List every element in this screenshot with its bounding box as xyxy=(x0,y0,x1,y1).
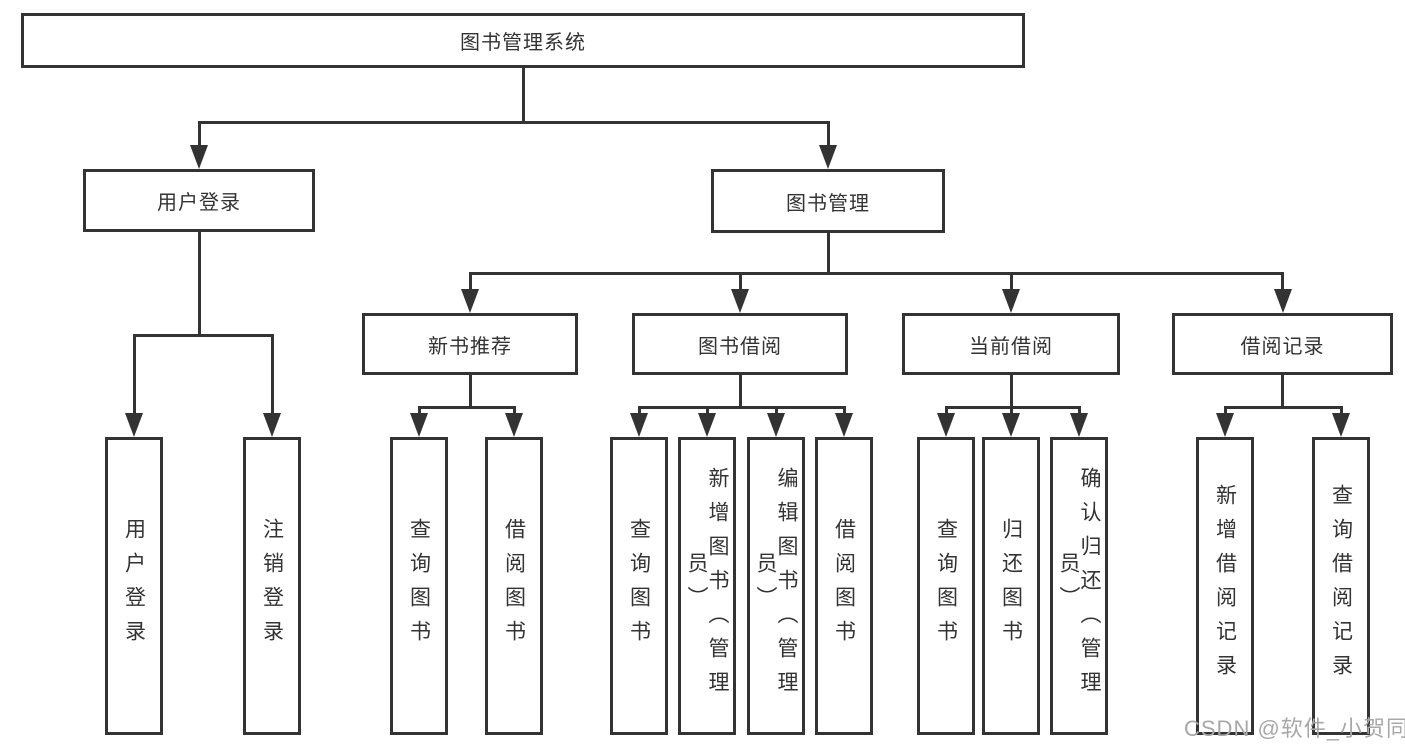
node-book-mgmt: 图书管理 xyxy=(711,169,945,233)
arrow-down-icon xyxy=(410,413,428,437)
connector-line xyxy=(774,407,778,417)
node-leaf-nb-borrow: 借阅图书 xyxy=(485,437,543,735)
connector-line xyxy=(1009,375,1013,409)
arrow-down-icon xyxy=(630,413,648,437)
arrow-down-icon xyxy=(835,413,853,437)
connector-line xyxy=(512,407,516,417)
connector-line xyxy=(1009,407,1013,417)
connector-line xyxy=(1077,407,1081,417)
connector-line xyxy=(705,407,709,417)
node-leaf-logout: 注销登录 xyxy=(243,437,301,735)
arrow-down-icon xyxy=(1002,413,1020,437)
node-leaf-bb-add: 新增图书（管理员） xyxy=(678,437,736,735)
connector-line xyxy=(468,271,1284,275)
arrow-down-icon xyxy=(125,413,143,437)
arrow-down-icon xyxy=(190,145,208,169)
node-current-borrow: 当前借阅 xyxy=(902,313,1120,375)
node-new-books: 新书推荐 xyxy=(362,313,578,375)
node-leaf-user-login: 用户登录 xyxy=(105,437,163,735)
connector-line xyxy=(197,120,830,124)
connector-line xyxy=(1281,375,1284,409)
arrow-down-icon xyxy=(1002,289,1020,313)
node-leaf-cb-confirm: 确认归还（管理员） xyxy=(1050,437,1108,735)
node-leaf-bb-borrow: 借阅图书 xyxy=(815,437,873,735)
arrow-down-icon xyxy=(263,413,281,437)
connector-line xyxy=(197,232,201,337)
arrow-down-icon xyxy=(819,145,837,169)
connector-line xyxy=(944,405,1081,409)
node-book-borrow: 图书借阅 xyxy=(632,313,848,375)
arrow-down-icon xyxy=(937,413,955,437)
node-leaf-br-add: 新增借阅记录 xyxy=(1196,437,1254,735)
watermark: CSDN @软件_小贺同学 xyxy=(1184,716,1405,741)
connector-line xyxy=(637,405,846,409)
node-leaf-cb-query: 查询图书 xyxy=(917,437,975,735)
connector-line xyxy=(197,122,201,149)
connector-line xyxy=(738,375,742,409)
connector-line xyxy=(738,273,742,293)
connector-line xyxy=(826,122,830,149)
connector-line xyxy=(417,405,516,409)
node-borrow-records: 借阅记录 xyxy=(1172,313,1393,375)
connector-line xyxy=(132,335,136,417)
arrow-down-icon xyxy=(698,413,716,437)
arrow-down-icon xyxy=(1332,413,1350,437)
arrow-down-icon xyxy=(461,289,479,313)
connector-line xyxy=(270,335,274,417)
connector-line xyxy=(132,333,274,337)
arrow-down-icon xyxy=(731,289,749,313)
connector-line xyxy=(842,407,846,417)
connector-line xyxy=(637,407,641,417)
arrow-down-icon xyxy=(505,413,523,437)
node-leaf-nb-query: 查询图书 xyxy=(390,437,448,735)
connector-line xyxy=(468,273,472,293)
connector-line xyxy=(1223,407,1227,417)
connector-line xyxy=(1339,407,1343,417)
arrow-down-icon xyxy=(767,413,785,437)
arrow-down-icon xyxy=(1273,289,1292,313)
connector-line xyxy=(1009,273,1013,293)
arrow-down-icon xyxy=(1070,413,1088,437)
node-leaf-bb-edit: 编辑图书（管理员） xyxy=(747,437,805,735)
node-root: 图书管理系统 xyxy=(21,13,1025,68)
connector-line xyxy=(1281,273,1284,293)
node-leaf-br-query: 查询借阅记录 xyxy=(1312,437,1370,735)
node-leaf-bb-query: 查询图书 xyxy=(610,437,668,735)
connector-line xyxy=(468,375,472,409)
connector-line xyxy=(944,407,948,417)
connector-line xyxy=(417,407,421,417)
arrow-down-icon xyxy=(1216,413,1234,437)
connector-line xyxy=(521,68,525,124)
connector-line xyxy=(826,233,830,275)
node-leaf-cb-return: 归还图书 xyxy=(982,437,1040,735)
connector-line xyxy=(1223,405,1343,409)
node-user-login: 用户登录 xyxy=(83,169,315,232)
